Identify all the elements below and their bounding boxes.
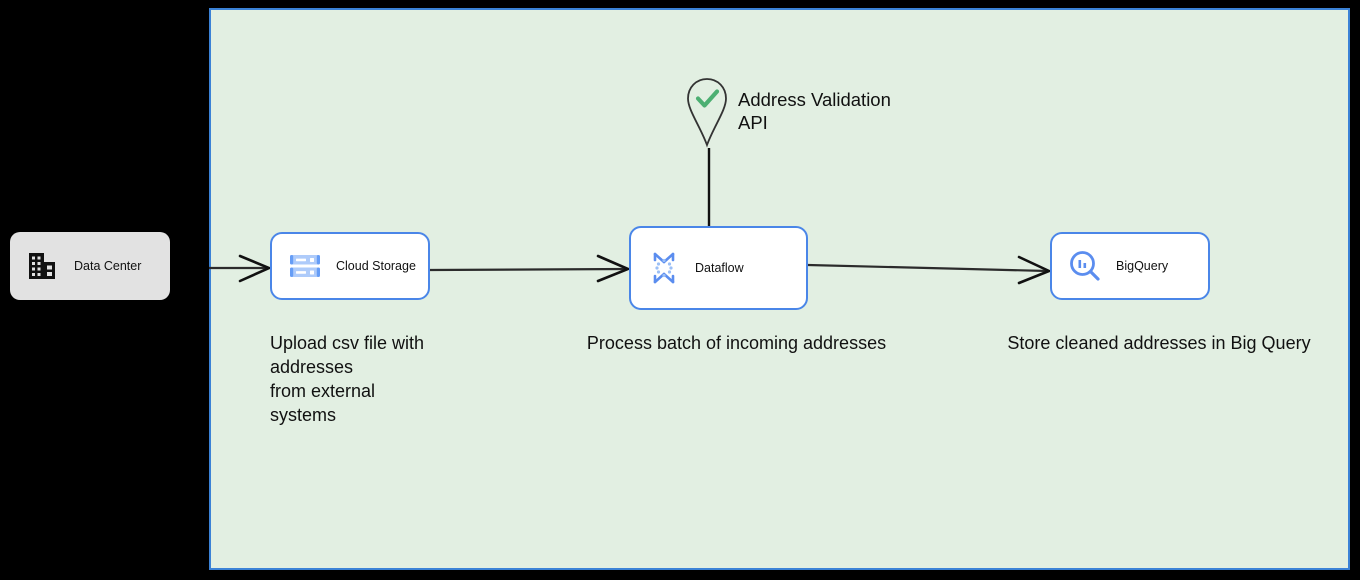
caption-cloud-storage: Upload csv file with addresses from exte…	[270, 333, 425, 425]
map-pin-check-icon	[687, 78, 727, 148]
node-label-cloud-storage: Cloud Storage	[336, 259, 416, 273]
bigquery-magnifier-icon	[1070, 251, 1100, 281]
node-label-bigquery: BigQuery	[1116, 259, 1169, 273]
caption-bigquery: Store cleaned addresses in Big Query	[1007, 333, 1311, 353]
node-data-center[interactable]: Data Center	[10, 232, 170, 300]
node-label-address-validation-api: Address Validation API	[738, 89, 891, 133]
node-bigquery[interactable]: BigQuery	[1050, 232, 1210, 300]
dataflow-icon	[653, 252, 675, 284]
node-label-data-center: Data Center	[74, 259, 142, 273]
node-address-validation-api[interactable]: Address Validation API	[684, 76, 923, 148]
node-label-dataflow: Dataflow	[695, 261, 744, 275]
data-center-building-icon	[29, 253, 55, 279]
node-cloud-storage[interactable]: Cloud Storage	[270, 232, 430, 300]
cloud-storage-icon	[290, 255, 320, 277]
node-dataflow[interactable]: Dataflow	[629, 226, 808, 310]
caption-dataflow: Process batch of incoming addresses	[586, 333, 887, 353]
